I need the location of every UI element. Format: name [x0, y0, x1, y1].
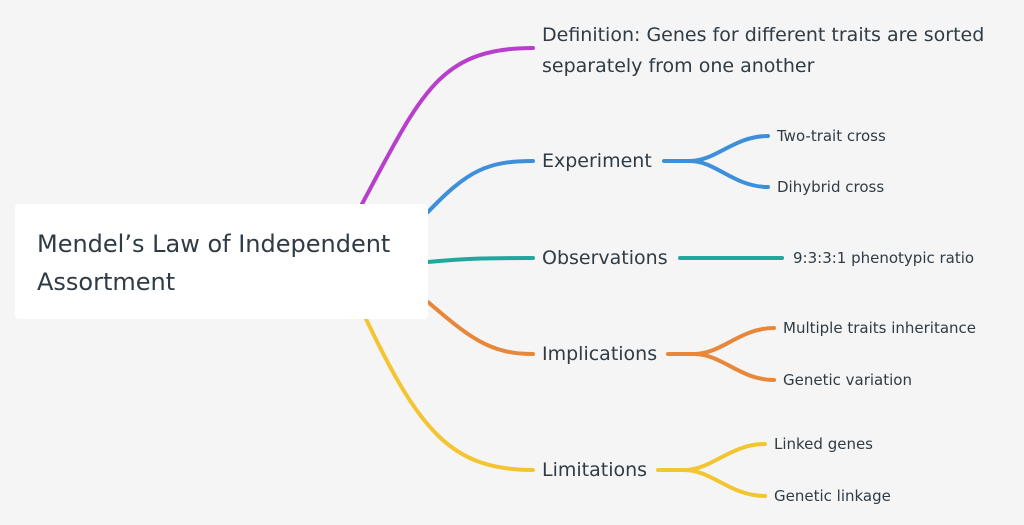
- edge-implications-variation: [692, 352, 776, 382]
- edge-definition: [360, 46, 535, 206]
- implications-child-genetic-variation[interactable]: Genetic variation: [783, 371, 912, 389]
- experiment-child-dihybrid-cross[interactable]: Dihybrid cross: [777, 178, 885, 196]
- edge-observations: [426, 256, 535, 264]
- observations-child-phenotypic-ratio[interactable]: 9:3:3:1 phenotypic ratio: [793, 249, 975, 267]
- root-node-label-line-1: Mendel’s Law of Independent: [37, 230, 391, 258]
- root-node-label-line-2: Assortment: [37, 268, 176, 296]
- definition-node-line-1[interactable]: Definition: Genes for different traits a…: [542, 24, 985, 46]
- limitations-node[interactable]: Limitations: [542, 459, 648, 481]
- edge-experiment-two-trait: [662, 134, 770, 163]
- implications-node[interactable]: Implications: [542, 343, 658, 365]
- edge-implications-multiple: [666, 326, 776, 356]
- edge-limitations-linkage: [682, 468, 767, 498]
- edge-experiment: [426, 159, 535, 214]
- implications-child-multiple-traits[interactable]: Multiple traits inheritance: [783, 319, 977, 337]
- edge-limitations-linked: [656, 442, 767, 472]
- edge-experiment-dihybrid: [688, 159, 770, 189]
- edge-implications: [426, 300, 535, 356]
- root-node[interactable]: Mendel’s Law of Independent Assortment: [15, 204, 428, 319]
- observations-node[interactable]: Observations: [542, 247, 668, 269]
- experiment-child-two-trait-cross[interactable]: Two-trait cross: [777, 127, 886, 145]
- definition-node-line-2[interactable]: separately from one another: [542, 55, 815, 77]
- limitations-child-linked-genes[interactable]: Linked genes: [774, 435, 874, 453]
- limitations-child-genetic-linkage[interactable]: Genetic linkage: [774, 487, 891, 505]
- experiment-node[interactable]: Experiment: [542, 150, 652, 172]
- edge-limitations: [364, 317, 535, 472]
